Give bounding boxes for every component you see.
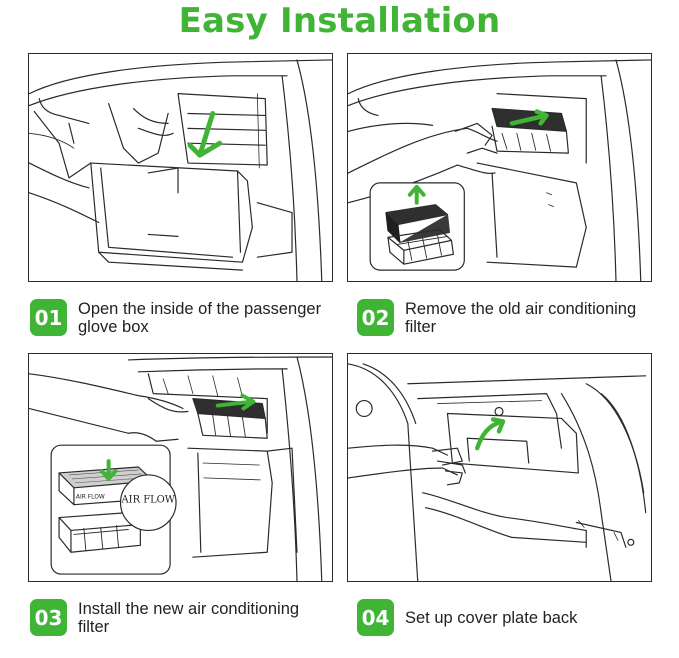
step-3-illustration: AIR FLOW AIR FLOW (28, 353, 333, 582)
step-3: 03 Install the new air conditioning filt… (30, 599, 330, 636)
step-description: Open the inside of the passenger glove b… (78, 299, 322, 336)
step-description: Set up cover plate back (405, 608, 578, 627)
svg-text:AIR FLOW: AIR FLOW (76, 494, 105, 501)
step-4: 04 Set up cover plate back (357, 599, 657, 636)
page-title: Easy Installation (178, 1, 501, 41)
step-4-illustration (347, 353, 652, 582)
svg-text:AIR FLOW: AIR FLOW (121, 495, 176, 506)
step-number-badge: 01 (30, 299, 67, 336)
step-description: Install the new air conditioning filter (78, 599, 300, 636)
step-number-badge: 04 (357, 599, 394, 636)
step-number-badge: 02 (357, 299, 394, 336)
step-description: Remove the old air conditioning filter (405, 299, 637, 336)
step-1-illustration (28, 53, 333, 282)
step-2: 02 Remove the old air conditioning filte… (357, 299, 657, 336)
step-1: 01 Open the inside of the passenger glov… (30, 299, 330, 336)
step-number-badge: 03 (30, 599, 67, 636)
step-2-illustration (347, 53, 652, 282)
